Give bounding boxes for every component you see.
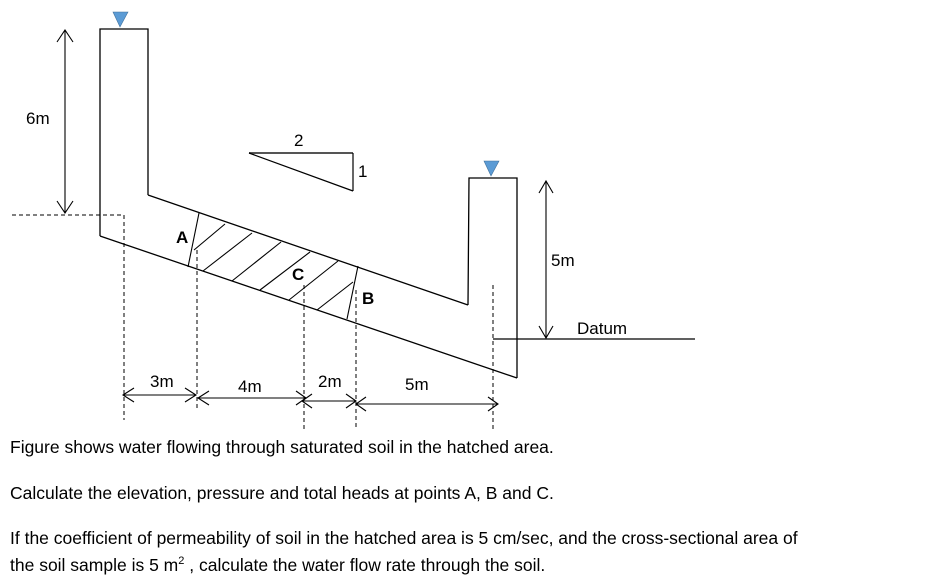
- slope-rise-label: 1: [358, 162, 368, 181]
- question-flow-rate-line2: the soil sample is 5 m2 , calculate the …: [10, 554, 545, 577]
- question-flow-rate-line1: If the coefficient of permeability of so…: [10, 528, 798, 548]
- line4-sup: 2: [178, 555, 185, 568]
- slope-triangle: [248, 152, 354, 192]
- point-a-label: A: [176, 228, 189, 247]
- water-level-icon-left: [112, 11, 129, 28]
- right-height-arrow: [538, 179, 554, 340]
- datum-label: Datum: [577, 319, 628, 338]
- problem-statement: Figure shows water flowing through satur…: [10, 437, 554, 457]
- dimension-label-2m: 2m: [318, 372, 342, 391]
- right-height-label: 5m: [551, 251, 575, 270]
- water-level-icon-right: [483, 160, 500, 177]
- horizontal-dimensions: [121, 387, 499, 412]
- left-height-label: 6m: [26, 109, 50, 128]
- slope-run-label: 2: [294, 131, 304, 150]
- diagram-canvas: [12, 11, 695, 440]
- hatched-soil: [187, 212, 359, 320]
- question-heads: Calculate the elevation, pressure and to…: [10, 483, 554, 503]
- line4-post: , calculate the water flow rate through …: [184, 555, 546, 575]
- tube-outline: [99, 28, 518, 379]
- dimension-label-3m: 3m: [150, 372, 174, 391]
- dimension-label-5m: 5m: [405, 375, 429, 394]
- point-b-label: B: [362, 289, 375, 308]
- dimension-label-4m: 4m: [238, 377, 262, 396]
- soil-flow-diagram: 6m 2 1 5m Datum A C B 3m 4m 2m 5m: [12, 11, 695, 440]
- left-height-arrow: [56, 29, 74, 214]
- line4-pre: the soil sample is 5 m: [10, 555, 179, 575]
- point-c-label: C: [292, 265, 305, 284]
- dashed-guides: [12, 214, 494, 440]
